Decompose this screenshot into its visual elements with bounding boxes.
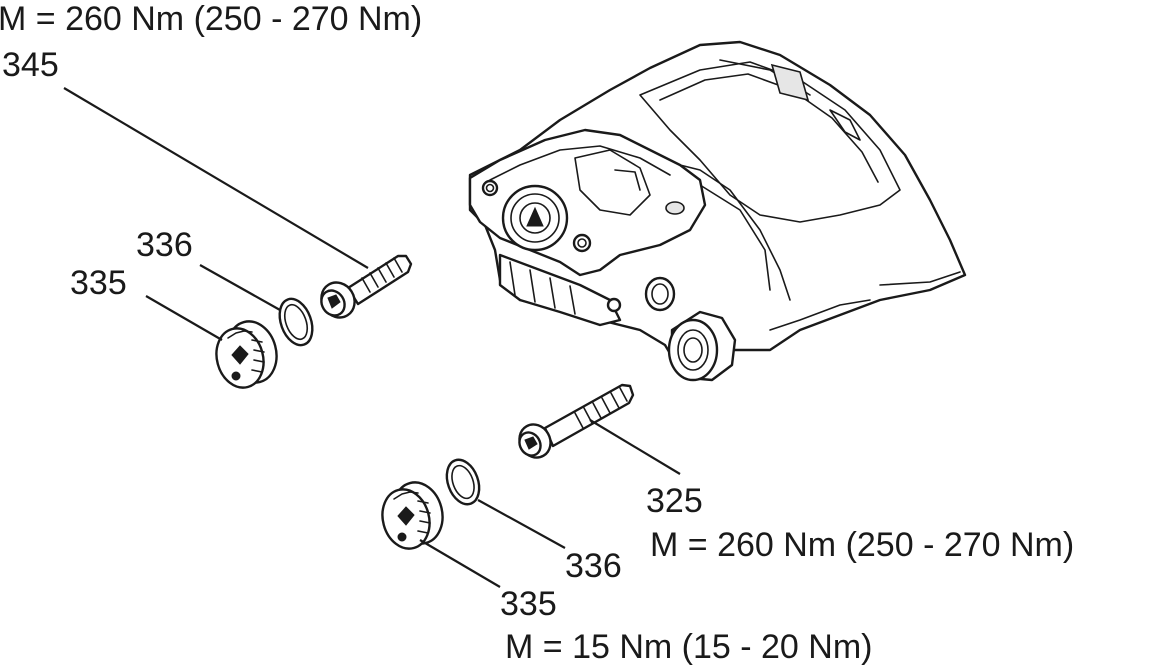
leader-336-upper: [199, 264, 281, 311]
caliper-housing: [468, 40, 967, 382]
part-label-336-upper: 336: [136, 226, 193, 264]
leader-335-upper: [145, 295, 223, 341]
part-label-345: 345: [2, 46, 59, 84]
seal-ring-336-upper: [278, 297, 314, 347]
adjuster-cap-335-upper: [215, 320, 278, 389]
torque-label-335: M = 15 Nm (15 - 20 Nm): [505, 628, 872, 666]
part-label-335-lower: 335: [500, 585, 557, 623]
leader-336-lower: [477, 499, 566, 549]
torque-label-top: M = 260 Nm (250 - 270 Nm): [0, 0, 422, 38]
leader-335-lower: [419, 539, 501, 588]
leader-lines: [63, 87, 681, 588]
seal-ring-336-lower: [445, 458, 481, 506]
part-label-336-lower: 336: [565, 547, 622, 585]
bolt-345: [320, 254, 413, 319]
bolt-325: [518, 383, 635, 459]
leader-325: [589, 419, 681, 475]
adjuster-cap-335-lower: [381, 481, 444, 550]
torque-label-325: M = 260 Nm (250 - 270 Nm): [650, 526, 1074, 564]
part-label-335-upper: 335: [70, 264, 127, 302]
leader-345: [63, 87, 369, 269]
part-label-325: 325: [646, 482, 703, 520]
